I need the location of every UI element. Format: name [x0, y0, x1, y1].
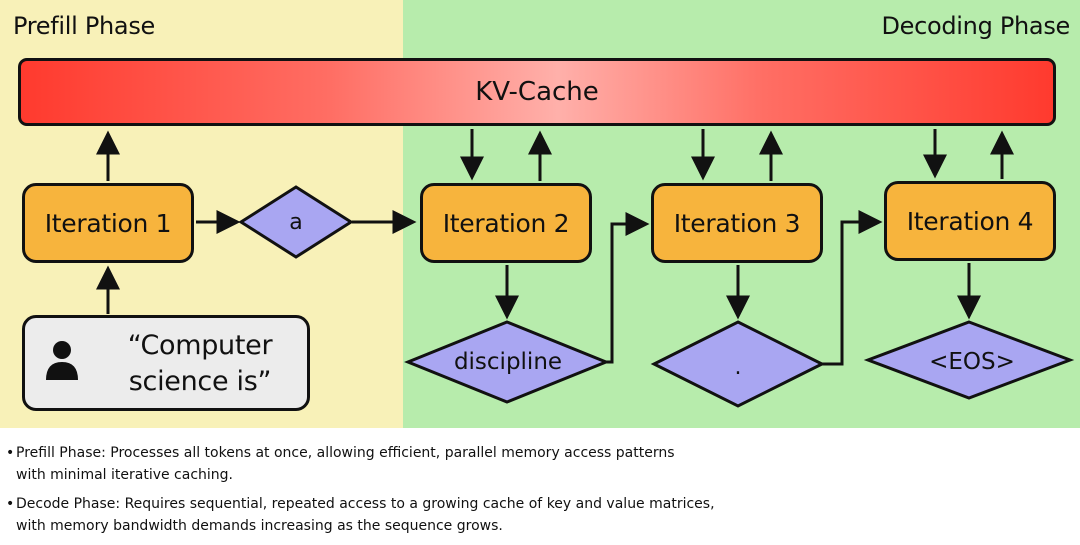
- decode-note: • Decode Phase: Requires sequential, rep…: [6, 493, 1066, 537]
- token-eos-label: <EOS>: [929, 349, 1015, 375]
- token-dot-label: .: [734, 354, 742, 380]
- iteration-2-box: Iteration 2: [420, 183, 592, 263]
- arrow-dot-to-iteration-4: [822, 210, 883, 366]
- user-icon: [46, 341, 78, 380]
- flow-diagram: [96, 129, 1075, 408]
- prefill-note-line-1: Prefill Phase: Processes all tokens at o…: [16, 445, 675, 461]
- bullet: •: [6, 496, 15, 512]
- token-diamond-dot: [650, 320, 826, 408]
- decoding-phase-title: Decoding Phase: [881, 12, 1070, 40]
- token-diamond-discipline: [403, 320, 611, 404]
- decode-note-line-2: with memory bandwidth demands increasing…: [16, 518, 503, 534]
- kv-cache-bar: KV-Cache: [18, 58, 1056, 126]
- decode-note-line-1: Decode Phase: Requires sequential, repea…: [16, 496, 715, 512]
- prefill-note-line-2: with minimal iterative caching.: [16, 467, 233, 483]
- iteration-1-box: Iteration 1: [22, 183, 194, 263]
- prompt-line-2: science is”: [128, 366, 272, 397]
- token-diamond-a: [238, 185, 354, 259]
- notes-section: • Prefill Phase: Processes all tokens at…: [6, 442, 1066, 544]
- prompt-box: “Computer science is”: [22, 315, 310, 411]
- prefill-phase-title: Prefill Phase: [13, 12, 155, 40]
- token-a-label: a: [289, 209, 303, 235]
- bullet: •: [6, 445, 15, 461]
- iteration-3-box: Iteration 3: [651, 183, 823, 263]
- arrow-discipline-to-iteration-3: [606, 212, 650, 364]
- prompt-line-1: “Computer: [127, 330, 273, 361]
- token-diamond-eos: [863, 320, 1075, 400]
- prompt-text: “Computer science is”: [95, 328, 305, 400]
- token-discipline-label: discipline: [453, 349, 563, 375]
- prefill-note: • Prefill Phase: Processes all tokens at…: [6, 442, 1066, 486]
- iteration-4-box: Iteration 4: [884, 181, 1056, 261]
